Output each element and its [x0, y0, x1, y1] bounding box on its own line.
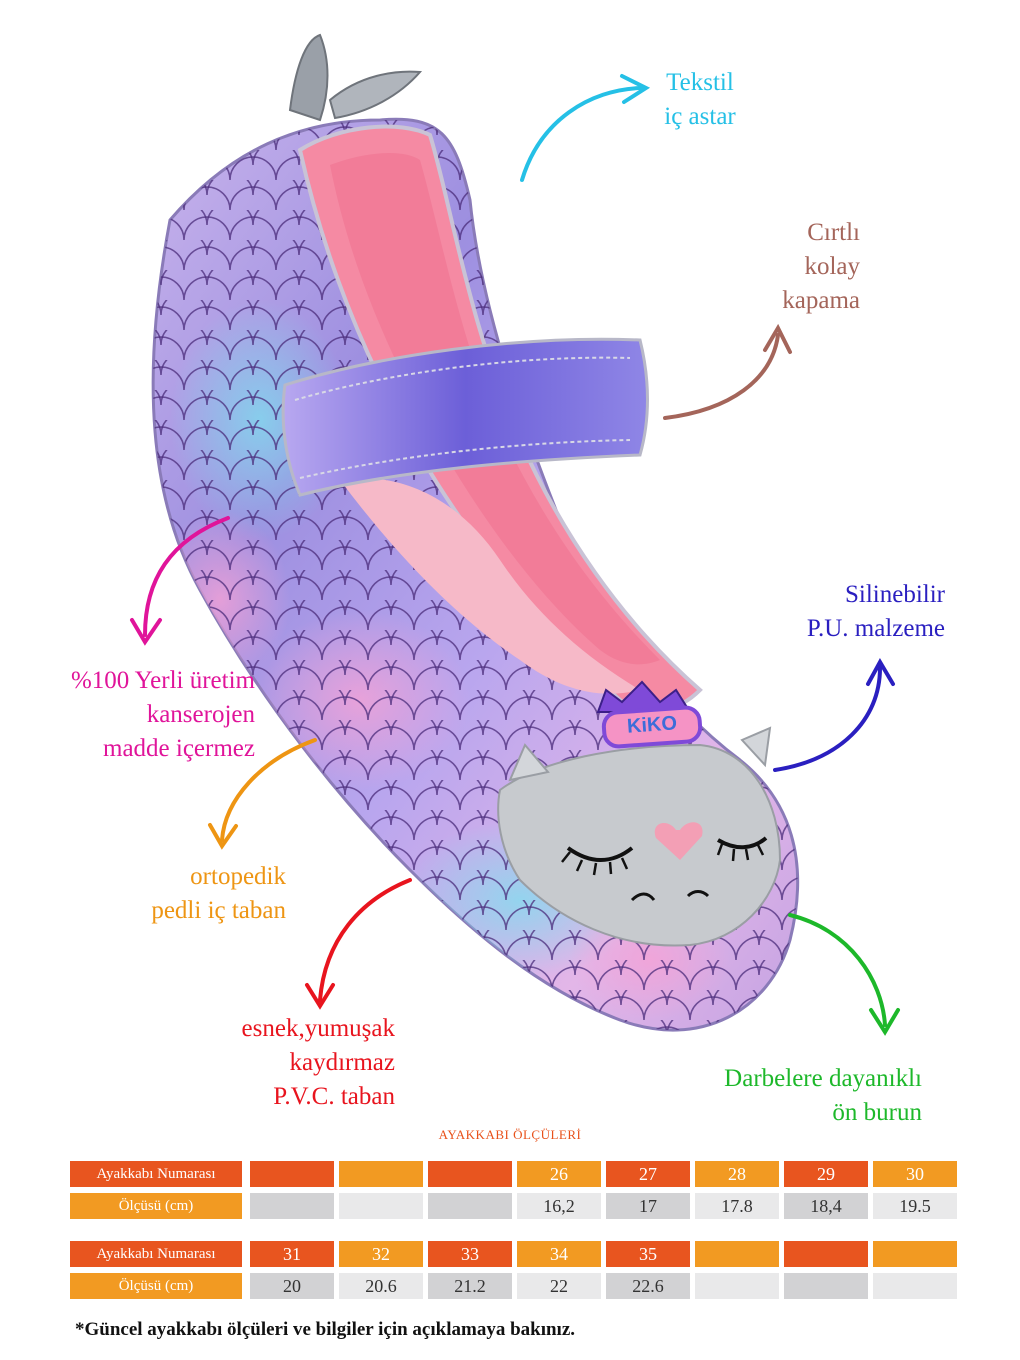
- size-cm-cell: 16,2: [517, 1193, 601, 1219]
- callout-toe-line1: Darbelere dayanıklı: [724, 1065, 922, 1092]
- callout-material: Silinebilir P.U. malzeme: [740, 578, 945, 646]
- callout-material-line1: Silinebilir: [845, 581, 945, 608]
- size-cm-cell: [784, 1273, 868, 1299]
- callout-arrows: [130, 74, 900, 1036]
- toe-arrow: [788, 913, 887, 1027]
- row-label-size: Ölçüsü (cm): [70, 1193, 242, 1219]
- size-number-cell: 33: [428, 1241, 512, 1267]
- size-number-cell: 34: [517, 1241, 601, 1267]
- callout-production: %100 Yerli üretim kanserojen madde içerm…: [40, 664, 255, 766]
- size-cm-cell: 17: [606, 1193, 690, 1219]
- callout-insole-line2: pedli iç taban: [151, 897, 286, 924]
- size-number-cell: [784, 1241, 868, 1267]
- size-cm-cell: 20: [250, 1273, 334, 1299]
- row-label-number: Ayakkabı Numarası: [70, 1161, 242, 1187]
- footnote: *Güncel ayakkabı ölçüleri ve bilgiler iç…: [75, 1319, 576, 1340]
- callout-sole-line3: P.V.C. taban: [273, 1083, 395, 1110]
- callout-insole-line1: ortopedik: [190, 863, 286, 890]
- size-cm-cell: [873, 1273, 957, 1299]
- callout-production-line1: %100 Yerli üretim: [70, 667, 255, 694]
- row-label-number: Ayakkabı Numarası: [70, 1241, 242, 1267]
- production-arrowhead: [130, 618, 162, 646]
- sole-arrowhead: [305, 983, 335, 1010]
- callout-toe-line2: ön burun: [832, 1099, 922, 1126]
- callout-lining-line2: iç astar: [664, 103, 736, 130]
- callout-closure: Cırtlı kolay kapama: [720, 216, 860, 318]
- insole-arrow: [220, 738, 317, 842]
- size-cm-cell: 21.2: [428, 1273, 512, 1299]
- material-arrow: [773, 666, 882, 772]
- callout-production-line2: kanserojen: [146, 701, 255, 728]
- lining-arrowhead: [620, 74, 651, 104]
- callout-lining-line1: Tekstil: [666, 69, 734, 96]
- size-number-cell: 29: [784, 1161, 868, 1187]
- size-number-cell: [428, 1161, 512, 1187]
- callout-material-line2: P.U. malzeme: [806, 615, 945, 642]
- size-cm-cell: 20.6: [339, 1273, 423, 1299]
- size-cm-cell: [250, 1193, 334, 1219]
- size-number-cell: 28: [695, 1161, 779, 1187]
- production-arrow: [143, 516, 230, 637]
- size-number-cell: 26: [517, 1161, 601, 1187]
- callout-production-line3: madde içermez: [103, 735, 255, 762]
- size-number-cell: 35: [606, 1241, 690, 1267]
- callout-insole: ortopedik pedli iç taban: [80, 860, 286, 928]
- callout-closure-line3: kapama: [782, 287, 860, 314]
- material-arrowhead: [866, 657, 895, 686]
- callout-toe: Darbelere dayanıklı ön burun: [680, 1062, 922, 1130]
- lining-arrow: [520, 86, 642, 182]
- size-number-cell: [873, 1241, 957, 1267]
- size-table-title: AYAKKABI ÖLÇÜLERİ: [438, 1127, 582, 1142]
- size-cm-cell: 19.5: [873, 1193, 957, 1219]
- row-label-size: Ölçüsü (cm): [70, 1273, 242, 1299]
- size-cm-cell: [695, 1273, 779, 1299]
- size-cm-cell: 22.6: [606, 1273, 690, 1299]
- size-cm-cell: 22: [517, 1273, 601, 1299]
- closure-arrowhead: [763, 323, 792, 354]
- size-cm-cell: 18,4: [784, 1193, 868, 1219]
- closure-arrow: [663, 333, 780, 420]
- badge-text: KiKO: [626, 712, 678, 738]
- shoe: [151, 33, 800, 1032]
- callout-sole-line1: esnek,yumuşak: [241, 1015, 395, 1042]
- callout-lining: Tekstil iç astar: [640, 66, 760, 134]
- insole-arrowhead: [208, 823, 238, 850]
- size-number-cell: 32: [339, 1241, 423, 1267]
- callout-sole-line2: kaydırmaz: [289, 1049, 395, 1076]
- callout-closure-line1: Cırtlı: [807, 219, 860, 246]
- size-number-cell: 27: [606, 1161, 690, 1187]
- size-cm-cell: 17.8: [695, 1193, 779, 1219]
- callout-closure-line2: kolay: [804, 253, 860, 280]
- toe-arrowhead: [869, 1008, 900, 1036]
- size-number-cell: [695, 1241, 779, 1267]
- size-number-cell: 31: [250, 1241, 334, 1267]
- size-number-cell: [250, 1161, 334, 1187]
- size-cm-cell: [339, 1193, 423, 1219]
- size-number-cell: 30: [873, 1161, 957, 1187]
- size-number-cell: [339, 1161, 423, 1187]
- size-cm-cell: [428, 1193, 512, 1219]
- callout-sole: esnek,yumuşak kaydırmaz P.V.C. taban: [180, 1012, 395, 1114]
- sole-arrow: [318, 878, 412, 1002]
